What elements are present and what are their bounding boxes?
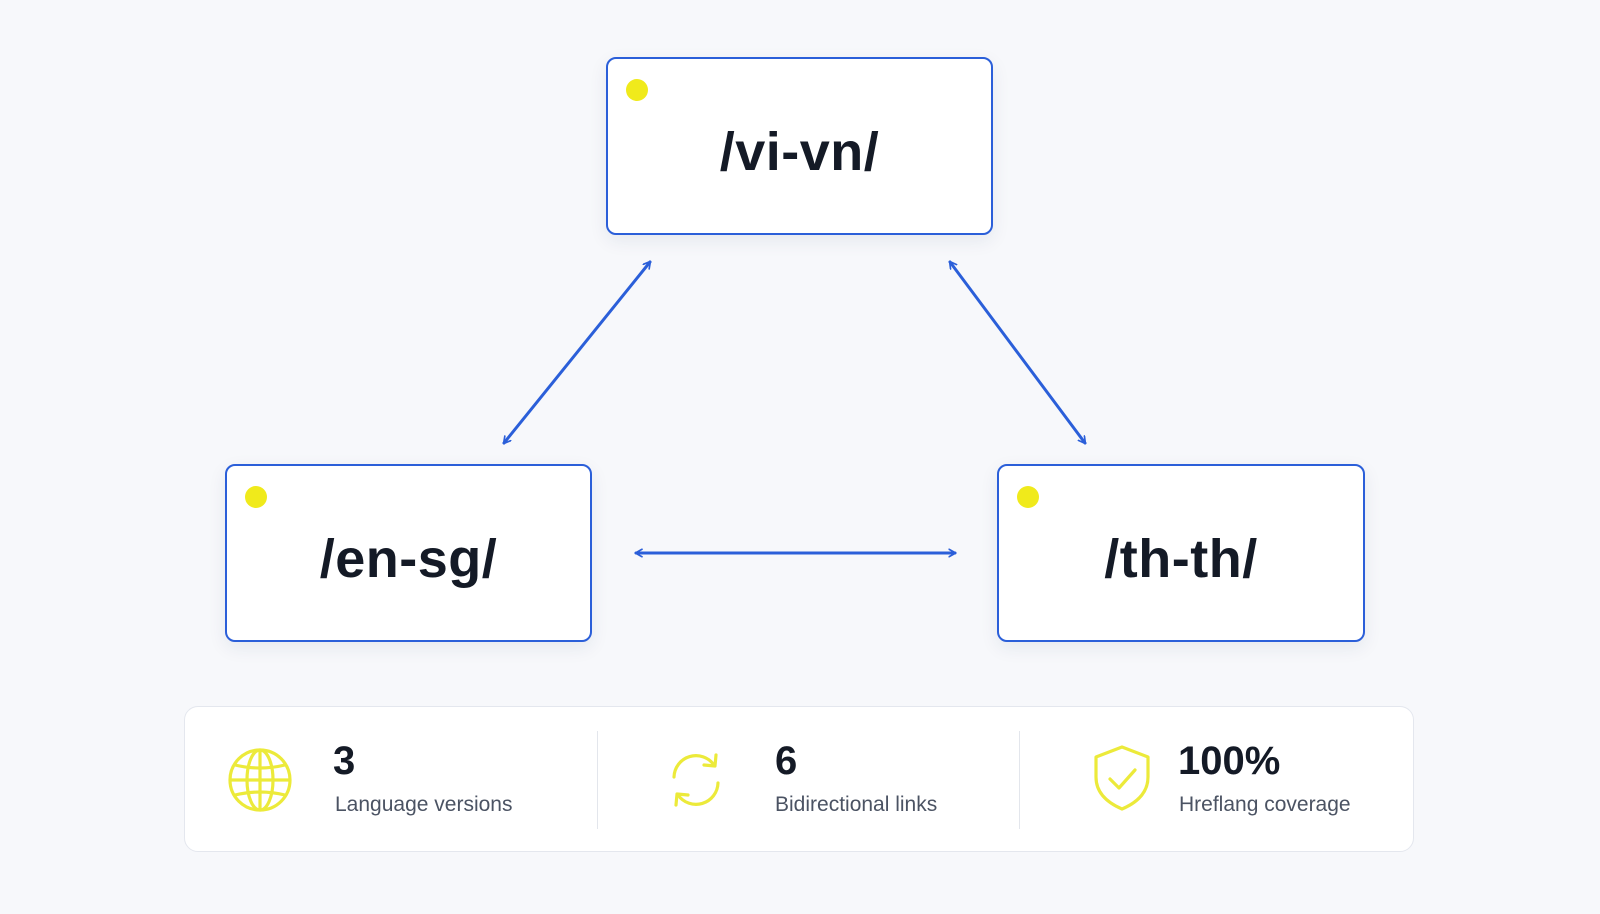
divider (1019, 731, 1020, 829)
node-label: /en-sg/ (319, 529, 498, 589)
arrow-vi-th (948, 260, 1087, 445)
status-dot (245, 486, 267, 508)
arrow-vi-en (502, 260, 652, 445)
stat-language-versions: 3 Language versions (185, 707, 597, 853)
node-vi-vn: /vi-vn/ (606, 57, 993, 235)
status-dot (1017, 486, 1039, 508)
node-label: /th-th/ (1104, 529, 1258, 589)
shield-check-icon (1094, 745, 1150, 811)
node-en-sg: /en-sg/ (225, 464, 592, 642)
stat-caption: Hreflang coverage (1179, 793, 1351, 816)
divider (597, 731, 598, 829)
stats-panel: 3 Language versions 6 Bidirectional link… (184, 706, 1414, 852)
node-label: /vi-vn/ (719, 122, 880, 182)
stat-bidirectional-links: 6 Bidirectional links (598, 707, 1019, 853)
refresh-icon (672, 753, 720, 807)
stat-value: 100% (1178, 739, 1281, 783)
stat-hreflang-coverage: 100% Hreflang coverage (1020, 707, 1413, 853)
stat-value: 6 (775, 739, 798, 783)
node-th-th: /th-th/ (997, 464, 1365, 642)
stat-caption: Language versions (335, 793, 513, 816)
globe-icon (228, 748, 292, 812)
status-dot (626, 79, 648, 101)
stat-caption: Bidirectional links (775, 793, 938, 816)
stat-value: 3 (333, 739, 356, 783)
